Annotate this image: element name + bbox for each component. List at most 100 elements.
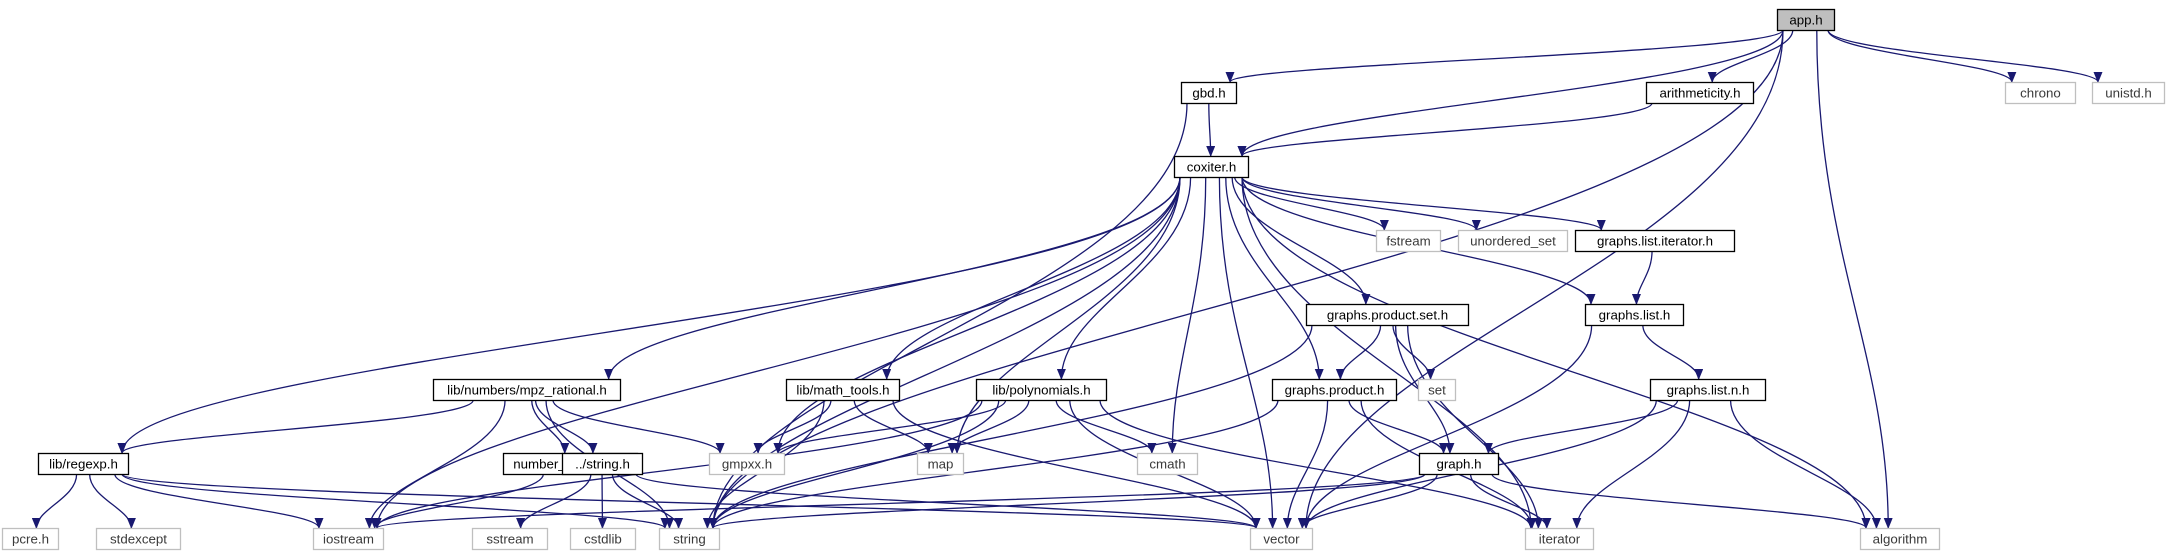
edge-coxiter-to-gp bbox=[1225, 176, 1324, 380]
edge-coxiter-to-regexp bbox=[117, 176, 1181, 454]
node-label: vector bbox=[1263, 532, 1300, 547]
node-iostream: iostream bbox=[312, 527, 385, 551]
edge-line bbox=[531, 399, 570, 454]
node-poly[interactable]: lib/polynomials.h bbox=[975, 378, 1108, 402]
node-box bbox=[2091, 81, 2166, 105]
edge-arith-to-coxiter bbox=[1237, 102, 1653, 157]
edge-line bbox=[1642, 324, 1704, 380]
edge-regexp-to-iostream bbox=[114, 473, 324, 529]
edge-line bbox=[1572, 399, 1691, 529]
node-box bbox=[975, 378, 1108, 402]
node-app[interactable]: app.h bbox=[1776, 8, 1836, 32]
edge-line bbox=[1241, 176, 1481, 231]
edge-line bbox=[1348, 399, 1449, 454]
edge-gl-to-gln bbox=[1642, 324, 1704, 380]
edge-line bbox=[853, 399, 933, 454]
node-box bbox=[561, 452, 644, 476]
node-mpz[interactable]: lib/numbers/mpz_rational.h bbox=[432, 378, 622, 402]
node-box bbox=[785, 378, 901, 402]
node-box bbox=[916, 452, 965, 476]
edge-line bbox=[1225, 29, 1784, 83]
node-box bbox=[1417, 378, 1457, 402]
edge-graph-to-vector bbox=[1297, 473, 1438, 529]
edge-line bbox=[753, 399, 832, 454]
edge-line bbox=[1301, 29, 1784, 529]
edge-poly-to-cmath bbox=[1055, 399, 1157, 454]
node-label: stdexcept bbox=[110, 532, 167, 547]
node-box bbox=[471, 527, 549, 551]
edge-line bbox=[1056, 176, 1192, 380]
node-label: lib/math_tools.h bbox=[796, 383, 889, 398]
edge-line bbox=[534, 399, 598, 454]
edge-gp-to-graph bbox=[1348, 399, 1449, 454]
node-box bbox=[432, 378, 622, 402]
node-box bbox=[2004, 81, 2077, 105]
node-label: gbd.h bbox=[1192, 86, 1225, 101]
node-label: sstream bbox=[486, 532, 533, 547]
edge-poly-to-map bbox=[947, 399, 1030, 454]
node-label: coxiter.h bbox=[1187, 160, 1237, 175]
node-coxiter[interactable]: coxiter.h bbox=[1173, 155, 1250, 179]
edge-line bbox=[1406, 324, 1543, 529]
edge-line bbox=[1233, 176, 1389, 231]
node-box bbox=[1859, 527, 1941, 551]
edges-layer bbox=[31, 29, 2103, 529]
node-gmpxx: gmpxx.h bbox=[708, 452, 786, 476]
node-fstream: fstream bbox=[1375, 229, 1442, 253]
edge-graph-to-string bbox=[708, 473, 1426, 529]
edge-line bbox=[372, 176, 1181, 529]
edge-coxiter-to-vector bbox=[1218, 176, 1278, 529]
node-gp[interactable]: graphs.product.h bbox=[1271, 378, 1398, 402]
edge-line bbox=[1055, 399, 1157, 454]
node-box bbox=[1457, 229, 1569, 253]
node-chrono: chrono bbox=[2004, 81, 2077, 105]
node-label: cmath bbox=[1149, 457, 1185, 472]
edge-line bbox=[892, 399, 1261, 529]
edge-line bbox=[121, 473, 1260, 529]
node-gbd[interactable]: gbd.h bbox=[1180, 81, 1238, 105]
edge-coxiter-to-unordered_set bbox=[1241, 176, 1481, 231]
edge-line bbox=[31, 473, 78, 529]
edge-poly-to-iterator bbox=[1099, 399, 1536, 529]
edge-line bbox=[1241, 176, 1606, 231]
edge-line bbox=[1816, 29, 1893, 529]
node-regexp[interactable]: lib/regexp.h bbox=[37, 452, 130, 476]
node-box bbox=[95, 527, 182, 551]
node-box bbox=[1271, 378, 1398, 402]
node-label: unistd.h bbox=[2105, 86, 2152, 101]
edge-line bbox=[121, 473, 670, 529]
node-graph[interactable]: graph.h bbox=[1418, 452, 1500, 476]
edge-line bbox=[708, 399, 1000, 529]
node-mathtools[interactable]: lib/math_tools.h bbox=[785, 378, 901, 402]
node-gl[interactable]: graphs.list.h bbox=[1584, 303, 1685, 327]
node-stdexcept: stdexcept bbox=[95, 527, 182, 551]
edge-gp-to-vector bbox=[1282, 399, 1329, 529]
node-arith[interactable]: arithmeticity.h bbox=[1645, 81, 1755, 105]
edge-line bbox=[1491, 473, 1871, 529]
node-sstream: sstream bbox=[471, 527, 549, 551]
node-gps[interactable]: graphs.product.set.h bbox=[1305, 303, 1470, 327]
node-label: iostream bbox=[323, 532, 374, 547]
node-strh[interactable]: ../string.h bbox=[561, 452, 644, 476]
edge-numtpl-to-iostream bbox=[370, 473, 545, 529]
edge-app-to-algorithm bbox=[1816, 29, 1893, 529]
edge-line bbox=[373, 473, 1426, 529]
edge-poly-to-gmpxx bbox=[773, 399, 1007, 454]
edge-app-to-string bbox=[708, 29, 1784, 529]
edge-line bbox=[635, 473, 1261, 529]
edge-regexp-to-vector bbox=[121, 473, 1260, 529]
edge-line bbox=[117, 399, 474, 454]
edge-gl-to-vector bbox=[1301, 324, 1593, 529]
edge-coxiter-to-string bbox=[708, 176, 1181, 529]
node-box bbox=[1249, 527, 1314, 551]
node-unordered_set: unordered_set bbox=[1457, 229, 1569, 253]
node-gli[interactable]: graphs.list.iterator.h bbox=[1574, 229, 1736, 253]
edge-mpz-to-iostream bbox=[364, 399, 506, 529]
node-gln[interactable]: graphs.list.n.h bbox=[1649, 378, 1767, 402]
edge-line bbox=[1225, 176, 1324, 380]
edge-line bbox=[1241, 176, 1871, 529]
node-box bbox=[1, 527, 60, 551]
node-label: graphs.list.iterator.h bbox=[1597, 234, 1713, 249]
node-label: graphs.product.set.h bbox=[1327, 308, 1448, 323]
node-iterator: iterator bbox=[1524, 527, 1595, 551]
